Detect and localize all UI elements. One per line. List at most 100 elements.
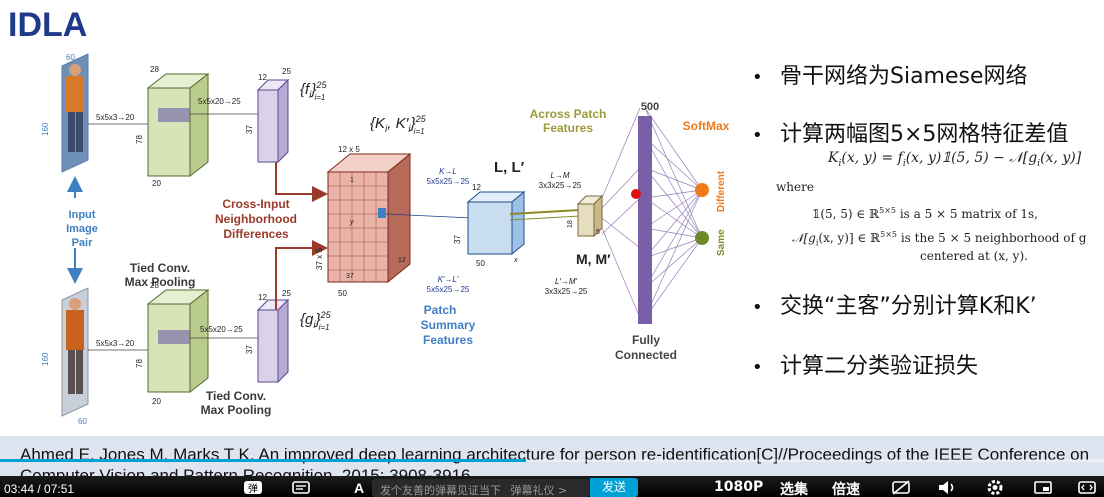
citation-bar bbox=[0, 436, 1104, 476]
across-patch-2: Features bbox=[543, 121, 593, 135]
tied-conv-top-1: Tied Conv. bbox=[130, 261, 190, 275]
dim-25-top: 25 bbox=[282, 67, 291, 76]
dim-25-bottom: 25 bbox=[282, 289, 291, 298]
idla-architecture-diagram: 60 160 160 60 Input Image Pair 5x5x3→20 … bbox=[40, 48, 740, 428]
conv-block-bottom bbox=[146, 288, 210, 394]
op-klp-size: 5x5x25→25 bbox=[427, 285, 470, 294]
softmax-label: SoftMax bbox=[683, 119, 730, 133]
video-progress-bar[interactable] bbox=[0, 459, 1104, 462]
op-klp: K′→L′ bbox=[438, 275, 459, 284]
picture-in-picture-icon[interactable] bbox=[1032, 478, 1054, 497]
dim-37x5: 37 x 5 bbox=[315, 248, 324, 270]
patch-summary-2: Summary bbox=[421, 318, 476, 332]
fc-layer bbox=[638, 116, 652, 324]
dim-78-top: 78 bbox=[135, 135, 144, 144]
patch-summary-block bbox=[466, 190, 526, 256]
input-label-2: Image bbox=[66, 223, 98, 235]
fully-connected-1: Fully bbox=[632, 333, 660, 347]
video-progress-fill bbox=[0, 459, 526, 462]
bullet-2: •计算两幅图5×5网格特征差值 bbox=[752, 122, 1069, 147]
web-fullscreen-icon[interactable] bbox=[1076, 478, 1098, 497]
fc-highlight-node bbox=[631, 189, 641, 199]
episodes-button[interactable]: 选集 bbox=[780, 482, 808, 497]
l-x: x bbox=[513, 257, 518, 264]
tied-conv-bottom-2: Max Pooling bbox=[201, 403, 272, 417]
diagram-svg: 60 160 160 60 Input Image Pair 5x5x3→20 … bbox=[41, 53, 730, 426]
danmaku-toggle-icon[interactable]: 弹 bbox=[242, 478, 264, 497]
op-lm-size: 3x3x25→25 bbox=[539, 181, 582, 190]
pool-block-bottom bbox=[256, 298, 290, 384]
settings-gear-icon[interactable] bbox=[984, 478, 1006, 497]
fc-size: 500 bbox=[641, 101, 659, 113]
input-label-3: Pair bbox=[72, 237, 94, 249]
svg-text:弹: 弹 bbox=[248, 482, 258, 495]
formula-line3: centered at (x, y). bbox=[920, 249, 1028, 263]
op-lm: L→M bbox=[550, 171, 569, 180]
dim-78-bottom: 78 bbox=[135, 359, 144, 368]
dim-12-top: 12 bbox=[258, 73, 267, 82]
video-time: 03:44 / 07:51 bbox=[4, 482, 75, 496]
op-conv2-top: 5x5x20→25 bbox=[198, 97, 241, 106]
dim-50-l: 50 bbox=[476, 259, 485, 268]
patch-summary-3: Features bbox=[423, 333, 473, 347]
cross-input-2: Neighborhood bbox=[215, 212, 297, 226]
m-label: M, M′ bbox=[576, 251, 611, 267]
different-label: Different bbox=[716, 170, 727, 212]
output-different-node bbox=[695, 183, 709, 197]
volume-icon[interactable] bbox=[936, 478, 958, 497]
input-label-1: Input bbox=[69, 209, 96, 221]
dim-width-bottom: 60 bbox=[78, 417, 87, 426]
formula-line2: 𝒩[gi(x, y)] ∈ ℝ5×5 is the 5 × 5 neighbor… bbox=[792, 230, 1087, 248]
tied-conv-top-2: Max Pooling bbox=[125, 275, 196, 289]
formula-main: Ki(x, y) = fi(x, y)𝟙(5, 5) − 𝒩[gi(x, y)] bbox=[828, 150, 1082, 169]
patch-summary-1: Patch bbox=[424, 303, 457, 317]
bullet-4: •计算二分类验证损失 bbox=[752, 354, 979, 379]
neighborhood-difference-block bbox=[326, 152, 412, 284]
dim-12x5: 12 x 5 bbox=[338, 145, 360, 154]
bullet-1: •骨干网络为Siamese网络 bbox=[752, 64, 1028, 89]
dim-28-top: 28 bbox=[150, 65, 159, 74]
op-conv2-bottom: 5x5x20→25 bbox=[200, 325, 243, 334]
op-lmp-size: 3x3x25→25 bbox=[545, 287, 588, 296]
op-conv1-top: 5x5x3→20 bbox=[96, 113, 135, 122]
danmaku-send-button[interactable]: 发送 bbox=[590, 478, 638, 497]
dim-20-bottom: 20 bbox=[152, 397, 161, 406]
dim-12-l: 12 bbox=[472, 183, 481, 192]
dim-18: 18 bbox=[567, 220, 574, 228]
op-lmp: L′→M′ bbox=[555, 277, 578, 286]
subtitle-off-icon[interactable] bbox=[890, 478, 912, 497]
bullet-3: •交换“主客”分别计算K和K’ bbox=[752, 294, 1037, 319]
op-kl: K→L bbox=[439, 167, 457, 176]
speed-button[interactable]: 倍速 bbox=[832, 482, 860, 497]
person-image-top bbox=[61, 53, 89, 173]
grid-col-12: 12 bbox=[398, 257, 406, 264]
dim-50-grid: 50 bbox=[338, 289, 347, 298]
across-patch-block bbox=[576, 194, 604, 238]
dim-28-bottom: 28 bbox=[150, 281, 159, 290]
danmaku-settings-icon[interactable] bbox=[290, 478, 312, 497]
grid-row-37: 37 bbox=[346, 273, 354, 280]
same-label: Same bbox=[716, 229, 727, 256]
formula-where: where bbox=[776, 180, 814, 194]
formula-line1: 𝟙(5, 5) ∈ ℝ5×5 is a 5 × 5 matrix of 1s, bbox=[812, 206, 1038, 221]
grid-y: y bbox=[349, 219, 354, 226]
dim-5-m: 5 bbox=[596, 229, 600, 236]
person-image-bottom bbox=[61, 287, 89, 417]
slide-title: IDLA bbox=[8, 6, 88, 44]
fc-connections bbox=[601, 107, 703, 319]
dim-37-top: 37 bbox=[245, 125, 254, 134]
across-patch-1: Across Patch bbox=[530, 107, 607, 121]
dim-width-top: 60 bbox=[66, 53, 75, 62]
cross-input-1: Cross-Input bbox=[222, 197, 289, 211]
tied-conv-bottom-1: Tied Conv. bbox=[206, 389, 266, 403]
dim-37-l: 37 bbox=[453, 235, 462, 244]
danmaku-style-icon[interactable]: A bbox=[348, 478, 370, 497]
conv-block-top bbox=[146, 72, 210, 178]
dim-height-top: 160 bbox=[41, 122, 50, 136]
op-conv1-bottom: 5x5x3→20 bbox=[96, 339, 135, 348]
danmaku-input[interactable]: 发个友善的弹幕见证当下 弹幕礼仪 > bbox=[372, 479, 590, 497]
quality-selector[interactable]: 1080P bbox=[714, 479, 764, 495]
dim-37-bottom: 37 bbox=[245, 345, 254, 354]
pool-block-top bbox=[256, 78, 290, 164]
